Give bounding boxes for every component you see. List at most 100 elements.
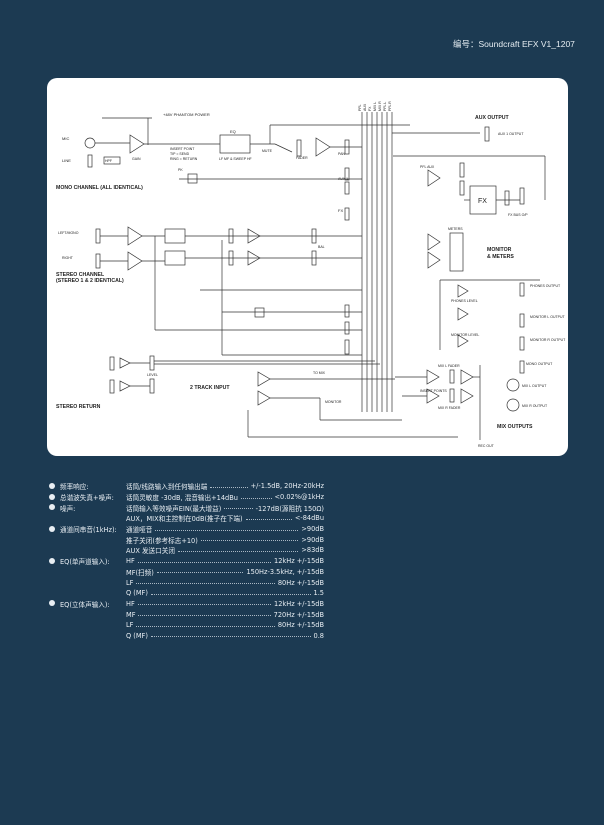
bullet-icon bbox=[48, 482, 60, 490]
spec-row: AUX 发送口关闭 >83dB bbox=[48, 545, 324, 556]
diagram-label-mix-outputs: MIX OUTPUTS bbox=[497, 424, 533, 430]
diagram-label-aux-output: AUX OUTPUT bbox=[475, 115, 510, 121]
spec-row: EQ(立体声输入): HF 12kHz +/-15dB bbox=[48, 599, 324, 610]
bullet-icon bbox=[48, 600, 60, 607]
diagram-label-stereo-return: STEREO RETURN bbox=[56, 404, 101, 410]
diagram-label-monitor-r-out: MONITOR R OUTPUT bbox=[530, 338, 566, 342]
diagram-label-phantom: +48V PHANTOM POWER bbox=[163, 112, 210, 117]
spec-item: MF bbox=[126, 610, 136, 619]
diagram-label-mic: MIC bbox=[62, 136, 69, 141]
spec-row: 推子关闭(参考标志+10) >90dB bbox=[48, 534, 324, 545]
spec-label: 总谐波失真+噪声: bbox=[60, 494, 114, 503]
bus-label: PFL bbox=[358, 105, 362, 111]
dot-leader bbox=[240, 497, 272, 499]
dot-leader bbox=[150, 593, 311, 595]
bus-label: PFL L bbox=[383, 102, 387, 111]
spec-value: +/-1.5dB, 20Hz-20kHz bbox=[250, 482, 324, 491]
diagram-label-aux1: AUX 1 bbox=[338, 177, 348, 181]
dot-leader bbox=[155, 529, 299, 531]
dot-leader bbox=[200, 540, 299, 542]
spec-row: Q (MF) 0.8 bbox=[48, 631, 324, 642]
dot-leader bbox=[156, 572, 244, 574]
diagram-label-mix-r-fader: MIX R FADER bbox=[438, 406, 461, 410]
diagram-label-stereo-channel: STEREO CHANNEL bbox=[56, 272, 105, 278]
spec-label: 噪声: bbox=[60, 504, 76, 513]
bullet-icon bbox=[48, 547, 60, 554]
bullet-icon bbox=[48, 568, 60, 575]
diagram-label-fader: FADER bbox=[296, 156, 308, 160]
bullet-icon bbox=[48, 525, 60, 533]
bullet-icon bbox=[48, 622, 60, 629]
diagram-label-monitor-l-out: MONITOR L OUTPUT bbox=[530, 315, 565, 319]
spec-item: HF bbox=[126, 599, 135, 608]
spec-value: 0.8 bbox=[313, 631, 325, 640]
diagram-label-gain: GAIN bbox=[132, 157, 141, 161]
spec-row: 总谐波失真+噪声: 话筒灵敏度 -30dB, 混音输出+14dBu <0.02%… bbox=[48, 492, 324, 503]
bus-label: PFL R bbox=[388, 101, 392, 111]
spec-row: 频率响应: 话筒/线路输入到任何输出端 +/-1.5dB, 20Hz-20kHz bbox=[48, 481, 324, 492]
spec-item: 话筒灵敏度 -30dB, 混音输出+14dBu bbox=[126, 494, 238, 503]
spec-item: Q (MF) bbox=[126, 589, 148, 598]
dot-leader bbox=[150, 636, 311, 638]
spec-row: 噪声: 话筒输入等效噪声EIN(最大增益) -127dB(源阻抗 150Ω) bbox=[48, 502, 324, 513]
diagram-label-mix-l-fader: MIX L FADER bbox=[438, 364, 460, 368]
diagram-label-stereo-channel2: (STEREO 1 & 2 IDENTICAL) bbox=[56, 278, 124, 284]
diagram-label-metres: METERS bbox=[448, 227, 463, 231]
spec-item: HF bbox=[126, 557, 135, 566]
spec-value: 150Hz-3.5kHz, +/-15dB bbox=[246, 567, 324, 576]
diagram-label-fx: FX bbox=[338, 208, 343, 213]
diagram-label-mono-out: MONO OUTPUT bbox=[526, 362, 553, 366]
spec-value: 80Hz +/-15dB bbox=[277, 621, 324, 630]
bullet-icon bbox=[48, 504, 60, 511]
diagram-label-insert-points: INSERT POINTS bbox=[420, 389, 447, 393]
diagram-label-monitor-meters2: & METERS bbox=[487, 254, 514, 260]
spec-label: EQ(单声道输入): bbox=[60, 558, 110, 567]
spec-item: 通道哑音 bbox=[126, 526, 153, 535]
bullet-icon bbox=[48, 611, 60, 618]
spec-value: <0.02%@1kHz bbox=[274, 493, 325, 502]
diagram-label-two-track: 2 TRACK INPUT bbox=[190, 385, 230, 391]
dot-leader bbox=[177, 550, 299, 552]
diagram-label-monitor-meters: MONITOR bbox=[487, 247, 512, 253]
spec-item: MF(扫频) bbox=[126, 568, 154, 577]
diagram-label-pk: PK bbox=[178, 168, 183, 172]
spec-label: 通道间串音(1kHz): bbox=[60, 526, 117, 535]
spec-list: 频率响应: 话筒/线路输入到任何输出端 +/-1.5dB, 20Hz-20kHz… bbox=[48, 481, 324, 641]
diagram-label-right: RIGHT bbox=[62, 256, 74, 260]
diagram-label-insert-tip: TIP = SEND bbox=[170, 152, 190, 156]
spec-label: EQ(立体声输入): bbox=[60, 600, 110, 609]
spec-value: 1.5 bbox=[313, 589, 325, 598]
dot-leader bbox=[224, 508, 253, 510]
spec-row: 通道间串音(1kHz): 通道哑音 >90dB bbox=[48, 524, 324, 535]
spec-value: <-84dBu bbox=[294, 514, 324, 523]
diagram-label-left-mono: LEFT/MONO bbox=[58, 231, 79, 235]
document-id: 编号：Soundcraft EFX V1_1207 bbox=[453, 39, 575, 49]
spec-value: >90dB bbox=[301, 535, 324, 544]
stereo-return bbox=[109, 355, 458, 438]
diagram-label-fx-block: FX bbox=[478, 198, 487, 205]
spec-row: EQ(单声道输入): HF 12kHz +/-15dB bbox=[48, 556, 324, 567]
dot-leader bbox=[137, 604, 272, 606]
spec-item: AUX，MIX和主控制在0dB(推子在下端) bbox=[126, 515, 243, 524]
dot-leader bbox=[136, 583, 275, 585]
diagram-label-mix-l-out: MIX L OUTPUT bbox=[522, 384, 547, 388]
spec-row: LF 80Hz +/-15dB bbox=[48, 577, 324, 588]
diagram-label-insert: INSERT POINT bbox=[170, 147, 195, 151]
diagram-label-pan: PAN bbox=[338, 152, 345, 156]
spec-item: 话筒输入等效噪声EIN(最大增益) bbox=[126, 504, 222, 513]
bus-label: FX bbox=[368, 106, 372, 111]
spec-value: -127dB(源阻抗 150Ω) bbox=[255, 504, 324, 513]
diagram-label-eq-bands: LF MF & SWEEP HF bbox=[219, 157, 252, 161]
bus-label: MIX L bbox=[373, 102, 377, 111]
spec-label: 频率响应: bbox=[60, 483, 89, 492]
diagram-label-level: LEVEL bbox=[147, 373, 158, 377]
bus-label: MIX R bbox=[378, 101, 382, 111]
diagram-label-monitor: MONITOR bbox=[325, 400, 342, 404]
spec-value: 80Hz +/-15dB bbox=[277, 578, 324, 587]
diagram-label-to-mix: TO MIX bbox=[313, 371, 326, 375]
diagram-label-phones-level: PHONES LEVEL bbox=[451, 299, 478, 303]
diagram-label-rec-out: REC OUT bbox=[478, 444, 495, 448]
bullet-icon bbox=[48, 590, 60, 597]
